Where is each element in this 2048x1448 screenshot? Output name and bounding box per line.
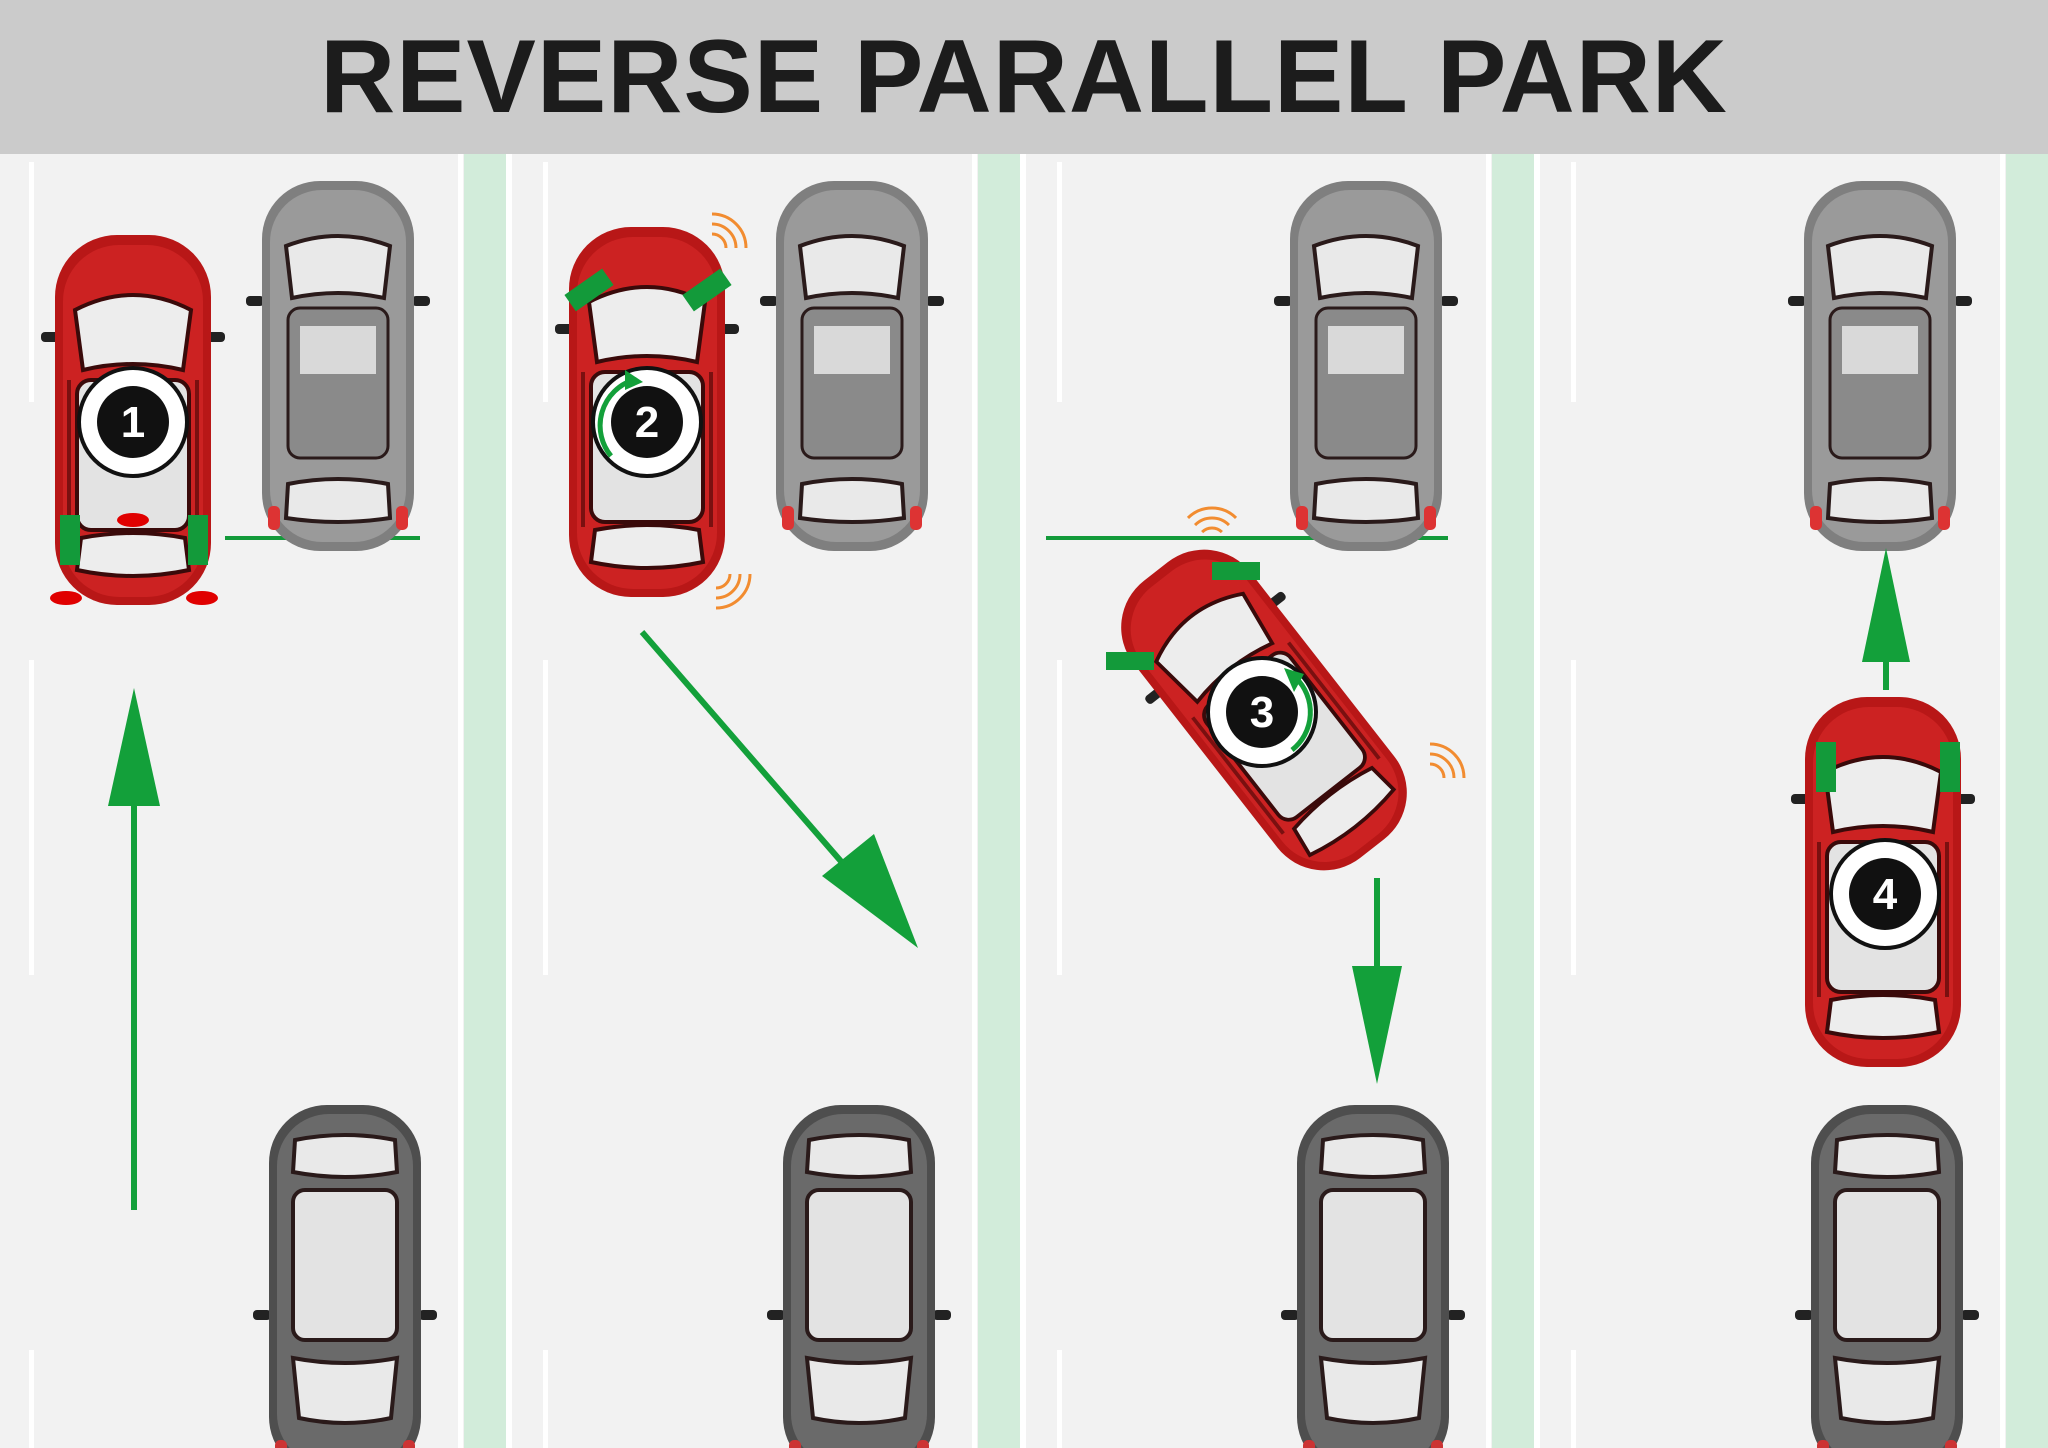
lane-edge <box>458 154 463 1448</box>
arrowhead-icon <box>108 688 160 806</box>
turn-arrowhead-icon <box>625 370 643 390</box>
panel-divider <box>506 154 512 1448</box>
wheel-marker <box>1940 742 1960 792</box>
curb-strip <box>464 154 506 1448</box>
grey-car-icon <box>244 179 432 553</box>
wheel-marker <box>1816 742 1836 792</box>
arrowhead-icon <box>822 834 918 948</box>
step-number: 2 <box>635 398 659 447</box>
step-badge: 4 <box>1829 838 1941 950</box>
wheel-marker <box>682 268 732 312</box>
sensor-wave-icon <box>1428 742 1466 780</box>
step-badge: 2 <box>591 366 703 478</box>
sensor-wave-icon <box>1186 492 1238 544</box>
panel-divider <box>1020 154 1026 1448</box>
lane-edge <box>972 154 977 1448</box>
wheel-marker <box>1212 562 1260 580</box>
dark-car-icon <box>765 1103 953 1448</box>
step-badge: 1 <box>77 366 189 478</box>
tail-light-glow <box>50 591 82 605</box>
grey-car-icon <box>1786 179 1974 553</box>
wheel-marker <box>60 515 80 565</box>
tail-light-glow <box>117 513 149 527</box>
wheel-marker <box>188 515 208 565</box>
lane-dashes <box>29 162 1576 1448</box>
dark-car-icon <box>1793 1103 1981 1448</box>
turn-arrowhead-icon <box>1284 668 1304 692</box>
direction-arrow <box>639 630 855 876</box>
page-title: REVERSE PARALLEL PARK <box>320 18 1728 135</box>
title-bar: REVERSE PARALLEL PARK <box>0 0 2048 154</box>
sensor-wave-icon <box>710 212 748 250</box>
arrowhead-icon <box>1352 966 1402 1084</box>
sensor-wave-icon <box>714 572 752 610</box>
wheel-marker <box>1106 652 1154 670</box>
wheel-marker <box>564 268 614 312</box>
step-number: 1 <box>121 398 145 447</box>
curb-strip <box>1492 154 1534 1448</box>
curb-strip <box>978 154 1020 1448</box>
step-number: 4 <box>1873 870 1898 919</box>
step-number: 3 <box>1250 688 1274 737</box>
curb-strip <box>2006 154 2048 1448</box>
tail-light-glow <box>186 591 218 605</box>
panel-divider <box>1534 154 1540 1448</box>
step-badge: 3 <box>1206 656 1318 768</box>
turn-arrow-icon <box>1290 676 1313 752</box>
grey-car-icon <box>1272 179 1460 553</box>
arrowhead-icon <box>1862 548 1910 662</box>
turn-arrow-icon <box>597 377 634 458</box>
grey-car-icon <box>758 179 946 553</box>
dark-car-icon <box>1279 1103 1467 1448</box>
lane-edge <box>1486 154 1491 1448</box>
lane-edge <box>2000 154 2005 1448</box>
dark-car-icon <box>251 1103 439 1448</box>
